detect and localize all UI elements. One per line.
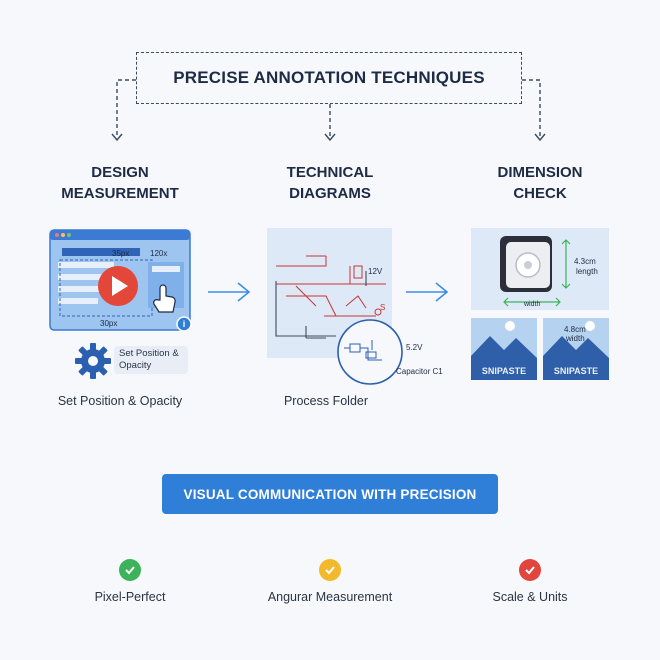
watermark-right: SNIPASTE [554, 366, 598, 376]
label-right: 120x [150, 249, 167, 258]
heading-line: DESIGN [91, 164, 149, 181]
technical-diagram-illustration: 12V S 5.2V Capacitor C1 [267, 228, 443, 385]
heading-dimension-check: DIMENSION CHECK [460, 162, 620, 204]
mini-label: S [380, 303, 385, 312]
flow-arrow-icon [406, 282, 449, 302]
heading-technical-diagrams: TECHNICAL DIAGRAMS [250, 162, 410, 204]
voltage-zoom: 5.2V [406, 343, 423, 352]
feature-label-angular-measurement: Angurar Measurement [267, 590, 393, 604]
gear-icon [75, 343, 111, 379]
width-value: 4.8cm [564, 325, 586, 334]
caption-design: Set Position & Opacity [57, 394, 183, 408]
label-bottom: 30px [100, 319, 117, 328]
feature-label-pixel-perfect: Pixel-Perfect [94, 590, 166, 604]
check-icon-angular-measurement [319, 559, 341, 581]
page-title: PRECISE ANNOTATION TECHNIQUES [173, 68, 485, 87]
watermark-left: SNIPASTE [482, 366, 526, 376]
design-measurement-illustration: i 35px 120x 30px [49, 229, 192, 332]
check-icon-pixel-perfect [119, 559, 141, 581]
title-box: PRECISE ANNOTATION TECHNIQUES [136, 52, 522, 104]
width-label: width [565, 334, 585, 343]
flow-arrow-icon [208, 282, 251, 302]
width-text: width [523, 301, 540, 308]
length-label: length [576, 267, 598, 276]
precision-banner: VISUAL COMMUNICATION WITH PRECISION [162, 474, 498, 514]
feature-label-scale-units: Scale & Units [492, 590, 568, 604]
label-top: 35px [112, 249, 129, 258]
dimension-check-illustration: 4.3cm length width SNIPASTE 4.8cm width … [471, 228, 609, 380]
banner-text: VISUAL COMMUNICATION WITH PRECISION [183, 486, 477, 502]
gear-tag: Set Position & Opacity [114, 346, 188, 374]
check-icon-scale-units [519, 559, 541, 581]
svg-text:i: i [183, 319, 186, 329]
heading-line: DIMENSION [497, 164, 583, 181]
gear-tag-text: Set Position & Opacity [119, 348, 179, 371]
heading-line: CHECK [513, 185, 567, 202]
capacitor-label: Capacitor C1 [396, 367, 443, 376]
length-value: 4.3cm [574, 257, 596, 266]
caption-technical: Process Folder [283, 394, 369, 408]
heading-line: MEASUREMENT [61, 185, 179, 202]
voltage-top: 12V [368, 267, 383, 276]
heading-line: DIAGRAMS [289, 185, 371, 202]
heading-line: TECHNICAL [286, 164, 374, 181]
heading-design-measurement: DESIGN MEASUREMENT [40, 162, 200, 204]
